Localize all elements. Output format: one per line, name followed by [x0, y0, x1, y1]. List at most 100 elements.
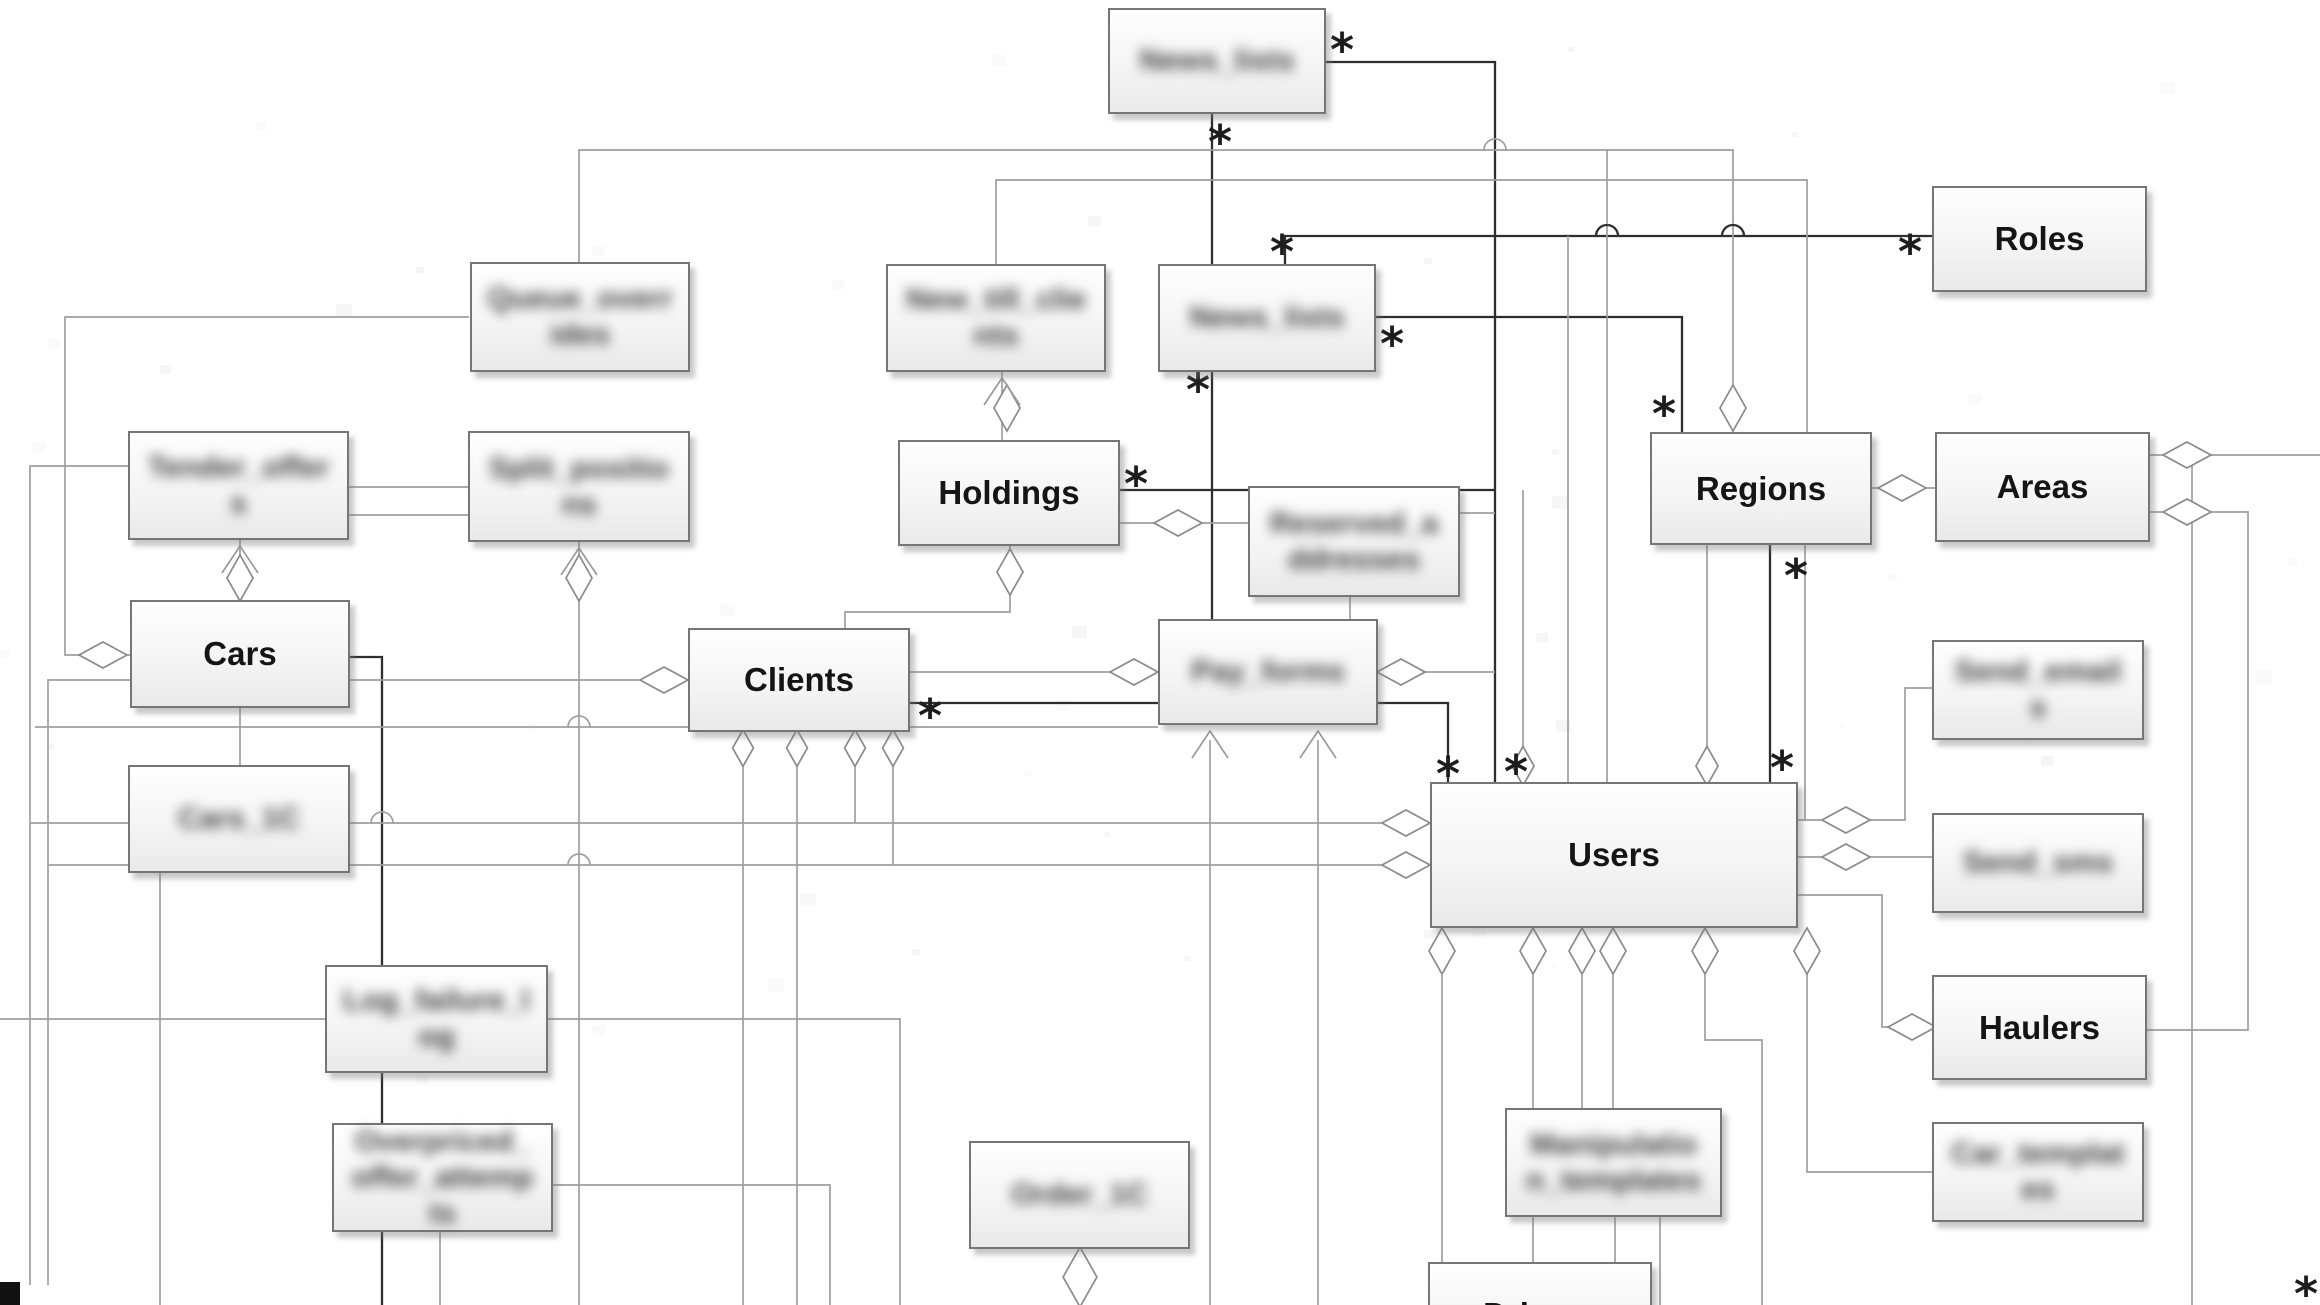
- noise-speck: [256, 123, 266, 131]
- noise-speck: [1840, 723, 1846, 728]
- entity-label: Split_positions: [489, 451, 669, 521]
- entity-label: New_till_clients: [905, 283, 1087, 352]
- relation-diamond-icon: [1510, 744, 1536, 788]
- noise-speck: [1536, 633, 1548, 643]
- multiplicity-asterisk: *: [1784, 549, 1808, 603]
- entity-send_sms[interactable]: Send_sms: [1932, 813, 2144, 913]
- entity-label: Areas: [1996, 468, 2089, 506]
- relation-diamond-icon: [1380, 809, 1432, 837]
- entity-label: Tender_offers: [147, 450, 330, 520]
- noise-speck: [592, 246, 604, 256]
- entity-label: Send_sms: [1962, 846, 2114, 879]
- noise-speck: [416, 267, 424, 274]
- relation-diamond-icon: [1568, 926, 1596, 976]
- line-hop: [1720, 223, 1746, 237]
- entity-tender_offers[interactable]: Tender_offers: [128, 431, 349, 540]
- noise-speck: [2288, 559, 2297, 567]
- entity-cars_1c[interactable]: Cars_1C: [128, 765, 350, 873]
- relation-diamond-icon: [731, 727, 755, 769]
- line-hop: [370, 811, 394, 824]
- noise-speck: [1552, 963, 1558, 968]
- noise-speck: [416, 1075, 429, 1086]
- entity-pay_forms[interactable]: Pay_forms: [1158, 619, 1378, 725]
- entity-users[interactable]: Users: [1430, 782, 1798, 928]
- relation-chevron-icon: [983, 376, 1021, 406]
- entity-holdings[interactable]: Holdings: [898, 440, 1120, 546]
- relation-diamond-icon: [1820, 806, 1872, 834]
- multiplicity-asterisk: *: [1898, 225, 1922, 279]
- entity-label: Manipulation_templates: [1525, 1127, 1702, 1197]
- noise-speck: [1104, 832, 1110, 837]
- entity-queue_overrides[interactable]: Queue_overrides: [470, 262, 690, 372]
- entity-label: Haulers: [1978, 1008, 2101, 1046]
- relation-diamond-icon: [1694, 744, 1720, 788]
- entity-label: Send_emails: [1954, 655, 2122, 724]
- relation-diamond-icon: [2161, 498, 2213, 526]
- entity-log_failure_log[interactable]: Log_failure_log: [325, 965, 548, 1073]
- noise-speck: [1424, 930, 1435, 939]
- entity-label: Drivers: [1468, 1295, 1612, 1305]
- noise-speck: [1024, 771, 1031, 777]
- entity-reserved_addresses[interactable]: Reserved_addresses: [1248, 486, 1460, 597]
- relation-diamond-icon: [565, 553, 593, 603]
- entity-clients[interactable]: Clients: [688, 628, 910, 732]
- entity-split_positions[interactable]: Split_positions: [468, 431, 690, 542]
- entity-roles[interactable]: Roles: [1932, 186, 2147, 292]
- relation-diamond-icon: [1599, 926, 1627, 976]
- entity-order_1c[interactable]: Order_1C: [969, 1141, 1190, 1249]
- relation-diamond-icon: [1876, 474, 1928, 502]
- entity-drivers[interactable]: Drivers: [1428, 1262, 1652, 1305]
- edge-artifact-mark: [0, 1282, 20, 1305]
- relation-diamond-icon: [1428, 926, 1456, 976]
- line-hop: [1483, 138, 1507, 151]
- connector-line: [548, 1018, 901, 1305]
- multiplicity-asterisk: *: [918, 689, 942, 743]
- relation-diamond-icon: [881, 727, 905, 769]
- multiplicity-asterisk: *: [1330, 23, 1354, 77]
- noise-speck: [1056, 700, 1069, 711]
- entity-label: News_lists: [1189, 301, 1345, 334]
- connector-line: [844, 546, 1011, 628]
- line-hop: [567, 715, 591, 728]
- noise-speck: [1888, 573, 1897, 581]
- entity-label: Car_templates: [1951, 1137, 2125, 1206]
- noise-speck: [2160, 82, 2175, 94]
- entity-manipulation_templates[interactable]: Manipulation_templates: [1505, 1108, 1722, 1217]
- noise-speck: [336, 304, 352, 317]
- entity-news_lists_top[interactable]: News_lists: [1108, 8, 1326, 114]
- noise-speck: [0, 650, 10, 658]
- entity-haulers[interactable]: Haulers: [1932, 975, 2147, 1080]
- connector-line: [1806, 952, 1932, 1173]
- relation-diamond-icon: [1691, 926, 1719, 976]
- entity-car_templates[interactable]: Car_templates: [1932, 1122, 2144, 1222]
- noise-speck: [768, 979, 784, 992]
- entity-regions[interactable]: Regions: [1650, 432, 1872, 545]
- relation-diamond-icon: [996, 547, 1024, 597]
- relation-diamond-icon: [1062, 1245, 1098, 1305]
- noise-speck: [2024, 737, 2032, 744]
- relation-chevron-icon: [1191, 729, 1229, 759]
- noise-speck: [2041, 756, 2053, 766]
- entity-cars[interactable]: Cars: [130, 600, 350, 708]
- entity-areas[interactable]: Areas: [1935, 432, 2150, 542]
- line-hop: [567, 853, 591, 866]
- relation-diamond-icon: [843, 727, 867, 769]
- entity-label: Holdings: [938, 474, 1080, 512]
- noise-speck: [48, 744, 55, 750]
- connector-line: [1326, 60, 1497, 782]
- entity-send_emails[interactable]: Send_emails: [1932, 640, 2144, 740]
- noise-speck: [1088, 216, 1101, 227]
- entity-label: Queue_overrides: [487, 282, 673, 351]
- relation-diamond-icon: [1820, 843, 1872, 871]
- connector-line: [910, 701, 1450, 782]
- connector-line: [1283, 234, 1932, 264]
- entity-new_till_clients[interactable]: New_till_clients: [886, 264, 1106, 372]
- noise-speck: [1968, 394, 1981, 405]
- noise-speck: [720, 604, 735, 616]
- entity-label: Reserved_addresses: [1269, 506, 1439, 576]
- relation-diamond-icon: [2161, 441, 2213, 469]
- entity-overpriced_offer_attempts[interactable]: Overpriced_offer_attempts: [332, 1123, 553, 1232]
- entity-news_lists[interactable]: News_lists: [1158, 264, 1376, 372]
